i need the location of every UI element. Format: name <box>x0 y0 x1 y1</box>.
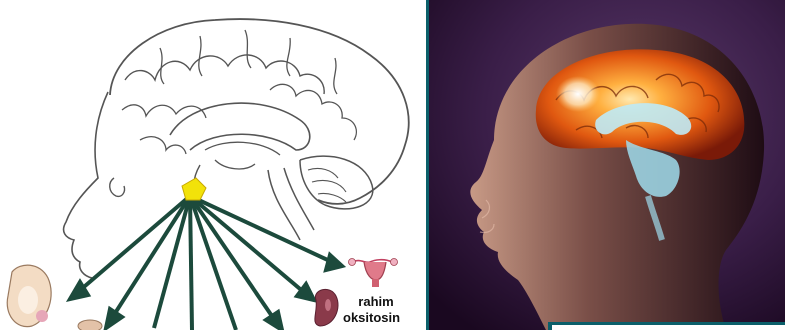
arrow-3 <box>154 196 190 328</box>
arrowhead-8 <box>326 255 342 270</box>
arrowhead-6 <box>266 312 282 330</box>
head-silhouette-image <box>426 0 785 330</box>
arrow-4 <box>190 196 192 330</box>
brain-hotspot <box>556 76 600 112</box>
hormone-label: oksitosin <box>343 311 423 325</box>
arrowhead-2 <box>106 309 122 328</box>
corner-frame-inner <box>552 325 785 330</box>
uterus-label: rahim <box>351 295 401 309</box>
arrow-1 <box>78 196 190 292</box>
uterus-organ <box>349 259 398 288</box>
organ-bottom-left <box>78 320 102 330</box>
organ-left <box>7 265 51 327</box>
brain-photo <box>426 0 785 330</box>
hormone-arrows <box>70 196 342 330</box>
pituitary-gland <box>182 178 206 200</box>
kidney-organ <box>315 289 338 326</box>
arrow-2 <box>112 196 190 318</box>
pituitary-diagram: rahim oksitosin <box>0 0 425 330</box>
brain-line-drawing <box>0 0 425 330</box>
